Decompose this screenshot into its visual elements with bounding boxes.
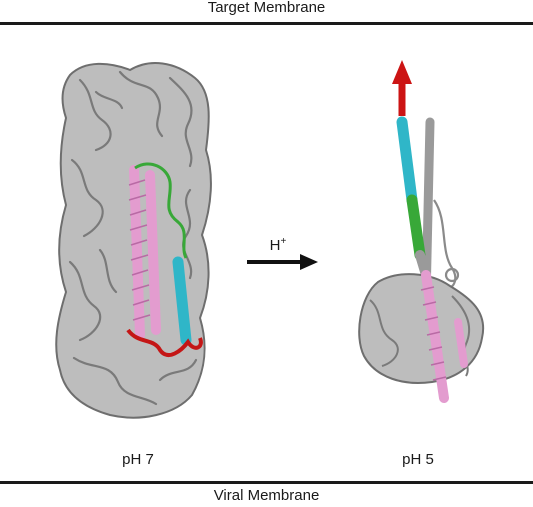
prefusion-protein-structure: [55, 62, 212, 419]
cyan-helix: [172, 256, 192, 346]
ribbon-coil: [78, 78, 112, 152]
ribbon-coil: [451, 295, 471, 377]
h-plus-label: H+: [258, 236, 298, 254]
pink-helix: [145, 170, 161, 335]
viral-membrane-label: Viral Membrane: [213, 487, 320, 504]
ribbon-coil: [168, 76, 193, 168]
postfusion-protein-structure: [358, 60, 485, 403]
red-arrow-head: [392, 60, 412, 84]
side-coil: [433, 199, 457, 289]
ribbon-coil: [118, 70, 164, 138]
ribbon-coil: [72, 356, 158, 406]
viral-membrane-line: [0, 481, 533, 484]
ribbon-coil: [369, 299, 399, 367]
h-label: H: [269, 237, 281, 254]
green-loop: [134, 162, 188, 259]
arrow-head: [300, 254, 318, 270]
ribbon-coil: [98, 248, 118, 294]
ribbon-coil: [68, 260, 102, 342]
pink-helix-turns: [420, 286, 447, 381]
plus-superscript: +: [280, 236, 287, 247]
red-loop: [126, 328, 203, 357]
cyan-helix-extended: [396, 116, 418, 206]
target-membrane-label: Target Membrane: [207, 0, 326, 16]
ribbon-coil: [70, 158, 104, 238]
side-coil-loop: [444, 267, 460, 283]
pink-helix-short: [454, 318, 468, 368]
transition-arrow: [247, 254, 318, 270]
ribbon-coil: [94, 90, 124, 110]
ph5-label: pH 5: [402, 451, 434, 468]
pink-helix-turns: [128, 179, 151, 321]
target-membrane-line: [0, 22, 533, 25]
ribbon-coil: [158, 358, 198, 382]
ribbon-coil: [182, 188, 193, 280]
postfusion-globular-domain: [358, 273, 485, 384]
pink-helix: [129, 165, 145, 340]
ph7-label: pH 7: [122, 451, 154, 468]
green-helix: [406, 194, 426, 261]
